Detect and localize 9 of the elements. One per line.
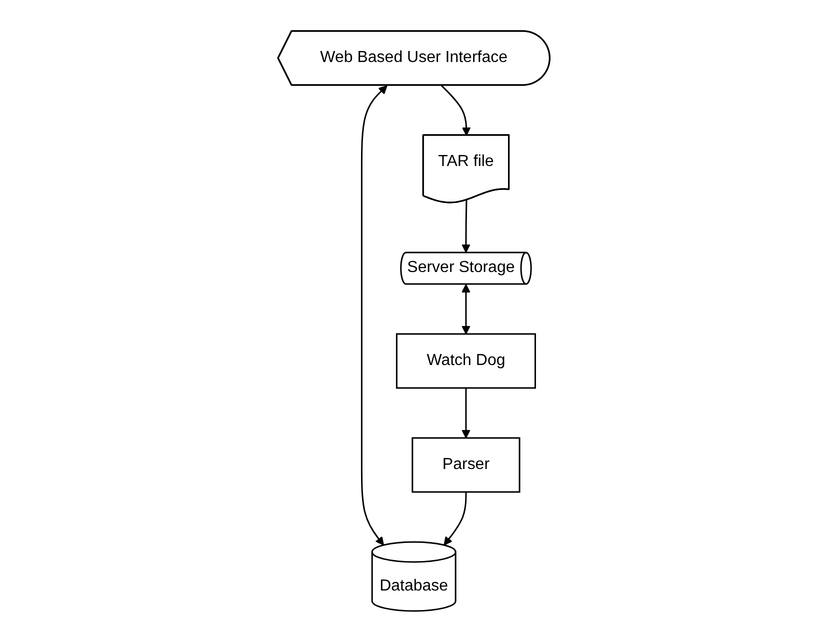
arrow: [462, 387, 471, 438]
arrow: [441, 84, 471, 136]
arrow: [462, 283, 471, 334]
arrow: [462, 200, 471, 252]
node-box: Watch Dog: [396, 332, 536, 388]
arrow: [361, 84, 388, 545]
node-box: Parser: [412, 436, 520, 492]
node-text: Server Storage: [407, 258, 515, 276]
arrow: [444, 491, 467, 545]
